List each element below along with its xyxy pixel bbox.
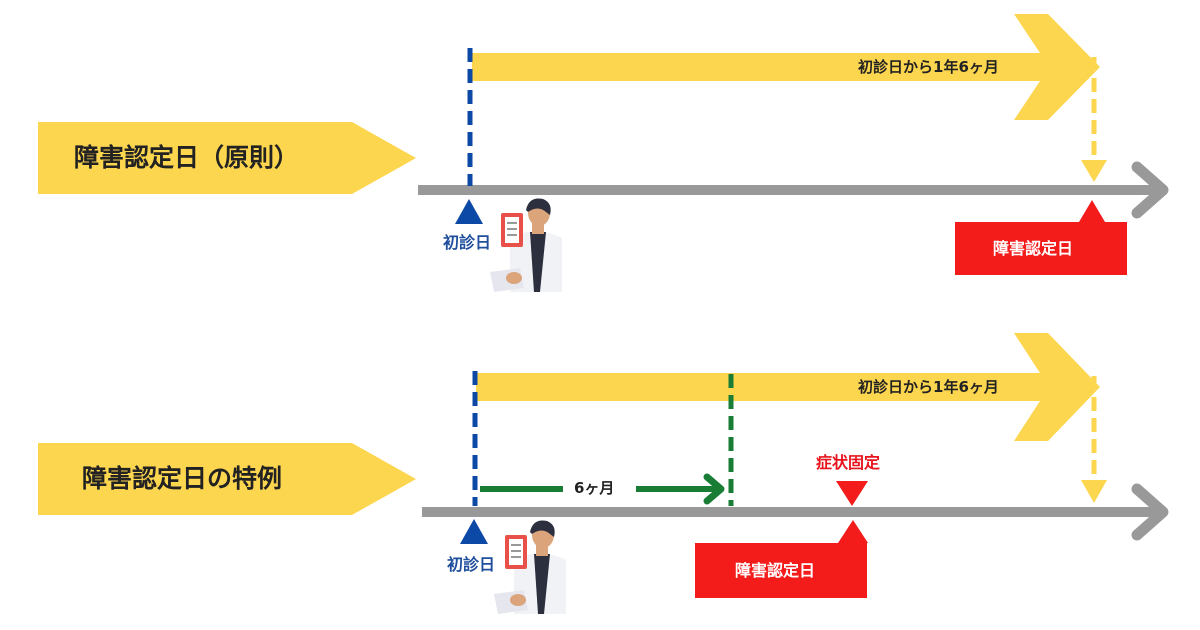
special-tag-label: 障害認定日の特例: [82, 464, 283, 493]
principle-period-arrow: [472, 14, 1100, 120]
symptom-fixed-marker: [836, 481, 868, 506]
principle-down-arrow: [1081, 57, 1107, 182]
special-certification-box: [695, 520, 868, 598]
special-timeline-arrow: [422, 483, 1169, 541]
special-down-arrow: [1081, 376, 1107, 503]
special-first-visit-label: 初診日: [447, 555, 496, 574]
principle-certification-box: [955, 200, 1127, 275]
principle-first-visit-marker: [455, 199, 483, 224]
special-certification-label: 障害認定日: [735, 561, 816, 580]
principle-section: [38, 14, 1169, 292]
doctor-illustration: [490, 198, 562, 292]
principle-period-label: 初診日から1年6ヶ月: [858, 58, 999, 76]
doctor-illustration: [494, 520, 566, 614]
special-period-arrow: [476, 333, 1100, 441]
special-tag-shape: [38, 443, 416, 515]
special-first-visit-marker: [460, 519, 488, 544]
principle-certification-label: 障害認定日: [993, 239, 1074, 258]
principle-tag-shape: [38, 122, 416, 194]
six-month-label: 6ヶ月: [574, 479, 615, 497]
principle-tag-label: 障害認定日（原則）: [74, 143, 300, 172]
principle-first-visit-label: 初診日: [443, 233, 492, 252]
special-period-label: 初診日から1年6ヶ月: [858, 378, 999, 396]
symptom-fixed-label: 症状固定: [816, 453, 881, 472]
six-month-arrow: [480, 473, 725, 505]
special-section: [38, 333, 1169, 614]
principle-timeline-arrow: [418, 161, 1169, 219]
